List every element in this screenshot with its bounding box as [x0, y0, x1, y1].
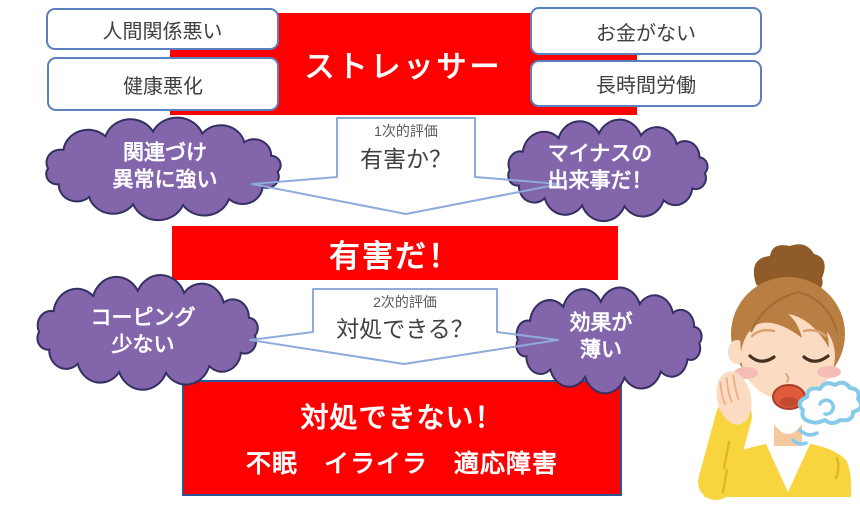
- secondary-appraisal-stage: 2次的評価: [373, 294, 437, 310]
- final-result-label: 対処できない！: [300, 402, 504, 433]
- stressor-example-money: お金がない: [530, 7, 762, 55]
- thought-negative-event-label: マイナスの 出来事だ！: [547, 142, 653, 193]
- stressor-title: ストレッサー: [304, 51, 503, 84]
- stressor-example-label: 健康悪化: [123, 75, 203, 98]
- woman-sighing-illustration: [698, 244, 860, 500]
- stressor-example-label: 長時間労働: [596, 75, 696, 97]
- primary-result-box: 有害だ！: [172, 226, 618, 280]
- stressor-example-health: 健康悪化: [47, 57, 279, 111]
- primary-appraisal-stage: 1次的評価: [374, 123, 438, 139]
- secondary-appraisal-question: 対処できる？: [336, 316, 474, 342]
- stressor-example-overwork: 長時間労働: [530, 60, 762, 107]
- stressor-example-label: 人間関係悪い: [102, 20, 223, 43]
- final-result-box: 対処できない！ 不眠 イライラ 適応障害: [182, 380, 622, 496]
- thought-few-coping-label: コーピング 少ない: [90, 306, 196, 357]
- primary-appraisal-question: 有害か？: [360, 146, 452, 172]
- thought-weak-effect-label: 効果が 薄い: [569, 311, 633, 362]
- primary-result-label: 有害だ！: [329, 238, 461, 274]
- final-symptoms-label: 不眠 イライラ 適応障害: [245, 450, 558, 478]
- stressor-example-relationships: 人間関係悪い: [46, 8, 279, 50]
- stressor-example-label: お金がない: [596, 22, 696, 45]
- sigh-puff-icon: [791, 380, 860, 446]
- thought-association-label: 関連づけ 異常に強い: [112, 141, 218, 192]
